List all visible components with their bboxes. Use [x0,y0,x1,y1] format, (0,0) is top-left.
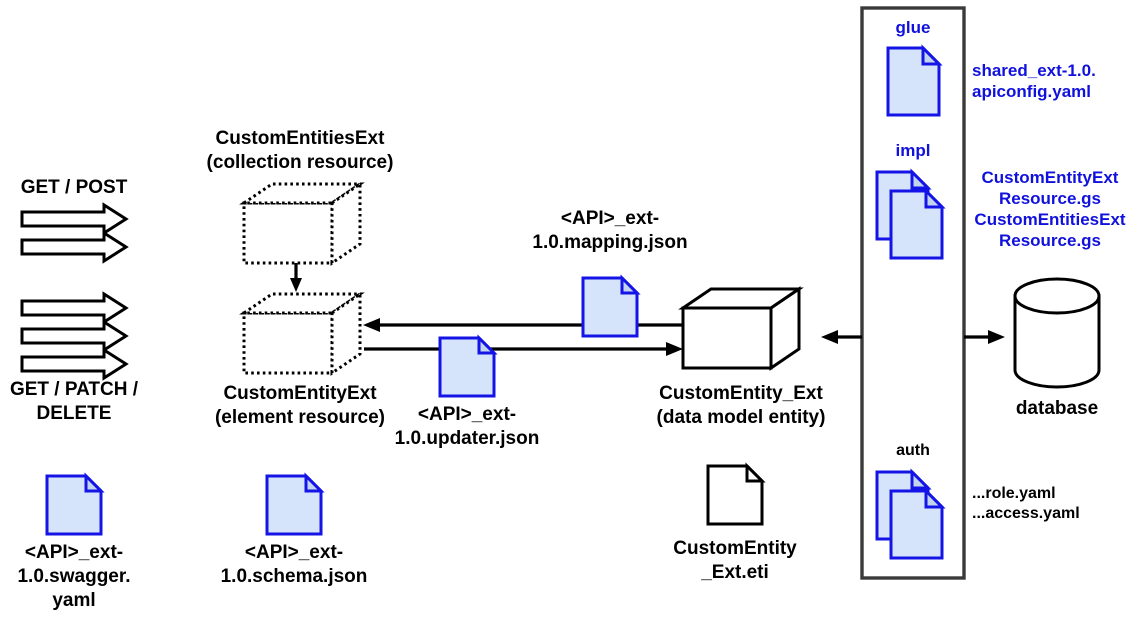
label-get-patch-delete: GET / PATCH / DELETE [9,379,139,424]
doc-icon-impl-front [889,187,946,260]
arrow-element-to-entity [364,342,683,356]
cube-collection-resource [239,181,365,266]
label-element-resource-kind: (element resource) [214,407,385,428]
label-data-model-entity-name: CustomEntity_Ext [659,383,823,404]
database-cylinder [1013,277,1101,389]
block-arrow-gpd-3 [20,347,129,381]
block-arrow-gpd-1 [20,291,129,325]
get-post-arrows [20,202,129,264]
label-doc-swagger-yaml: <API>_ext- 1.0.swagger. yaml [17,542,131,611]
label-folder-auth: auth [896,442,930,459]
cube-data-model-entity [678,286,804,371]
arrow-collection-to-element [290,263,302,292]
label-collection-resource-kind: (collection resource) [206,152,394,173]
cube-element-resource [239,291,365,376]
label-doc-updater-json: <API>_ext- 1.0.updater.json [394,404,540,449]
block-arrow-gpd-2 [20,319,129,353]
arrow-panel-to-database [964,330,1005,344]
doc-icon-eti [706,462,766,526]
label-data-model-entity-kind: (data model entity) [656,407,826,428]
label-element-resource-name: CustomEntityExt [223,383,377,404]
label-folder-impl: impl [895,141,931,160]
label-get-post: GET / POST [20,177,128,198]
label-doc-schema-json: <API>_ext- 1.0.schema.json [220,542,368,587]
label-database: database [1015,398,1099,419]
label-files-glue: shared_ext-1.0. apiconfig.yaml [972,61,1096,101]
block-arrow-get-post-1 [20,202,129,236]
label-doc-eti: CustomEntity _Ext.eti [673,538,797,583]
doc-icon-swagger-yaml [45,472,105,536]
get-patch-delete-arrows [20,291,129,381]
doc-icon-auth-front [889,487,946,560]
label-doc-mapping-json: <API>_ext- 1.0.mapping.json [532,208,688,253]
label-folder-glue: glue [895,18,931,37]
doc-icon-glue [886,44,943,117]
doc-icon-mapping-json [581,274,641,338]
label-files-auth: ...role.yaml ...access.yaml [972,485,1080,522]
label-collection-resource-name: CustomEntitiesExt [215,128,385,149]
arrow-panel-to-entity [821,330,862,344]
block-arrow-get-post-2 [20,230,129,264]
label-files-impl: CustomEntityExt Resource.gs CustomEntiti… [974,168,1126,250]
doc-icon-schema-json [265,472,325,536]
doc-icon-updater-json [438,334,498,398]
